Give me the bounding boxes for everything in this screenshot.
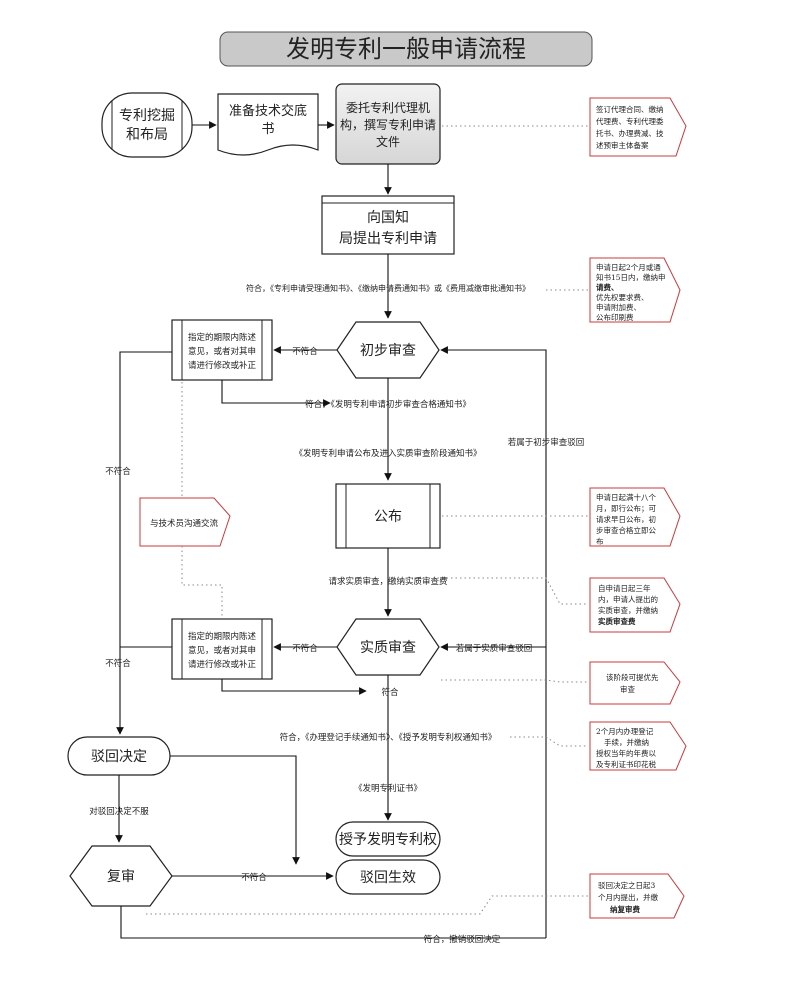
note-4-line2: 内，申请人提出的 xyxy=(598,594,658,604)
node-publish-label: 公布 xyxy=(374,509,402,525)
node-entrust-line2: 构，撰写专利申请 xyxy=(340,117,436,132)
label-request-sub: 请求实质审查，缴纳实质审查费 xyxy=(328,576,448,587)
callout-tech-comm-text: 与技术员沟通交流 xyxy=(150,518,219,529)
note-3: 申请日起满十八个 月，即行公布；可 请求早日公布，初 步审查合格立即公 布 xyxy=(589,487,681,547)
label-review-notmatch: 不符合 xyxy=(241,872,267,883)
note-4-line1: 自申请日起三年 xyxy=(598,583,651,593)
note-3-line2: 月，即行公布；可 xyxy=(596,503,656,513)
node-prelim-label: 初步审查 xyxy=(360,342,416,359)
note-2-line5: 申请附加费、 xyxy=(596,302,641,312)
label-notmatch-2: 不符合 xyxy=(292,643,318,654)
node-prepare: 准备技术交底 书 xyxy=(217,93,319,156)
node-publish: 公布 xyxy=(335,483,441,549)
note-5-line1: 该阶段可提优先 xyxy=(606,672,659,682)
label-certificate: 《发明专利证书》 xyxy=(354,783,422,794)
node-prepare-line1: 准备技术交底 xyxy=(229,103,307,119)
label-accept: 符合，《专利申请受理通知书》、《缴纳申请费通知书》或《费用减缴审批通知书》 xyxy=(246,283,530,293)
label-return-prelim: 若属于初步审查驳回 xyxy=(508,437,585,448)
note-2-line3: 请费、 xyxy=(596,282,619,292)
label-grant-notice: 符合，《办理登记手续通知书》、《授予发明专利权通知书》 xyxy=(280,732,497,743)
note-4: 自申请日起三年 内，申请人提出的 实质审查，并缴纳 实质审查费 xyxy=(589,577,681,633)
note-6-line4: 及专利证书印花税 xyxy=(596,759,656,769)
node-amend-1-line3: 请进行修改或补正 xyxy=(188,360,257,371)
label-left-notmatch-1: 不符合 xyxy=(105,466,131,477)
callout-tech-comm: 与技术员沟通交流 xyxy=(139,497,231,547)
label-publish-notice: 《发明专利申请公布及进入实质审查阶段通知书》 xyxy=(294,448,481,459)
label-return-sub: 若属于实质审查驳回 xyxy=(456,643,533,654)
note-6-line1: 2个月内办理登记 xyxy=(596,726,654,736)
node-entrust: 委托专利代理机 构，撰写专利申请 文件 xyxy=(335,83,441,165)
note-4-line3: 实质审查，并缴纳 xyxy=(598,605,658,615)
label-notmatch-1: 不符合 xyxy=(292,346,318,357)
page-title: 发明专利一般申请流程 xyxy=(286,35,526,63)
node-submit: 向国知 局提出专利申请 xyxy=(321,195,455,255)
note-1: 签订代理合同、缴纳 代理费、专利代理委 托书、办理费减、技 述预审主体备案 xyxy=(589,97,687,157)
note-2-line1: 申请日起2个月或通 xyxy=(596,262,661,272)
node-grant-label: 授予发明专利权 xyxy=(339,832,437,848)
note-6-line2: 手续，并缴纳 xyxy=(604,737,649,747)
node-amend-1-line2: 意见，或者对其申 xyxy=(188,346,256,357)
node-mining: 专利挖掘 和布局 xyxy=(101,92,193,158)
node-submit-line1: 向国知 xyxy=(367,209,409,226)
note-1-line3: 托书、办理费减、技 xyxy=(596,128,664,138)
note-2: 申请日起2个月或通 知书15日内，缴纳申 请费、 优先权要求费、 申请附加费、 … xyxy=(589,257,681,323)
note-2-line2: 知书15日内，缴纳申 xyxy=(596,272,666,282)
node-entrust-line3: 文件 xyxy=(376,134,400,149)
node-reject-effective-label: 驳回生效 xyxy=(360,870,416,886)
note-2-line4: 优先权要求费、 xyxy=(596,292,649,302)
node-amend-2-line1: 指定的期限内陈述 xyxy=(188,631,257,642)
note-6-line3: 授权当年的年费以 xyxy=(596,748,656,758)
node-amend-2-line3: 请进行修改或补正 xyxy=(188,659,257,670)
note-7-line1: 驳回决定之日起3 xyxy=(598,880,655,890)
label-left-notmatch-2: 不符合 xyxy=(105,658,131,669)
node-entrust-line1: 委托专利代理机 xyxy=(346,100,430,115)
note-1-line2: 代理费、专利代理委 xyxy=(596,116,664,126)
note-7-line3: 纳复审费 xyxy=(610,904,640,914)
node-amend-1: 指定的期限内陈述 意见，或者对其申 请进行修改或补正 xyxy=(171,319,273,381)
node-reject-decision: 驳回决定 xyxy=(67,736,171,776)
node-amend-1-line1: 指定的期限内陈述 xyxy=(188,332,257,343)
node-reject-effective: 驳回生效 xyxy=(335,859,441,895)
title-banner: 发明专利一般申请流程 xyxy=(219,31,593,67)
note-2-line6: 公布印刷费 xyxy=(596,312,634,322)
note-4-line4: 实质审查费 xyxy=(598,616,636,626)
note-1-line4: 述预审主体备案 xyxy=(596,140,649,150)
node-prelim: 初步审查 xyxy=(336,321,440,379)
node-grant: 授予发明专利权 xyxy=(335,821,441,857)
note-1-line1: 签订代理合同、缴纳 xyxy=(596,104,664,114)
label-sub-ok: 符合 xyxy=(381,687,399,698)
node-mining-line2: 和布局 xyxy=(126,127,168,143)
node-amend-2: 指定的期限内陈述 意见，或者对其申 请进行修改或补正 xyxy=(171,618,273,680)
note-7-line2: 个月内提出，并缴 xyxy=(598,892,658,902)
node-substantive-label: 实质审查 xyxy=(360,640,416,656)
node-amend-2-line2: 意见，或者对其申 xyxy=(188,645,256,656)
node-review: 复审 xyxy=(69,845,173,907)
label-dissatisfied: 对驳回决定不服 xyxy=(89,806,149,817)
label-prelim-ok: 符合，《发明专利申请初步审查合格通知书》 xyxy=(305,399,471,410)
note-3-line5: 布 xyxy=(596,536,604,546)
node-mining-line1: 专利挖掘 xyxy=(119,108,175,124)
note-5: 该阶段可提优先 审查 xyxy=(589,661,681,705)
note-6: 2个月内办理登记 手续，并缴纳 授权当年的年费以 及专利证书印花税 xyxy=(589,721,687,771)
note-3-line3: 请求早日公布，初 xyxy=(596,514,656,524)
node-substantive: 实质审查 xyxy=(336,618,440,676)
note-3-line4: 步审查合格立即公 xyxy=(596,525,656,535)
note-3-line1: 申请日起满十八个 xyxy=(596,492,656,502)
note-7: 驳回决定之日起3 个月内提出，并缴 纳复审费 xyxy=(589,873,685,919)
label-review-ok: 符合，撤销驳回决定 xyxy=(424,934,501,945)
node-reject-decision-label: 驳回决定 xyxy=(91,749,147,765)
note-5-line2: 审查 xyxy=(620,684,635,694)
node-review-label: 复审 xyxy=(107,868,135,885)
node-prepare-line2: 书 xyxy=(261,122,274,137)
node-submit-line2: 局提出专利申请 xyxy=(339,231,437,247)
